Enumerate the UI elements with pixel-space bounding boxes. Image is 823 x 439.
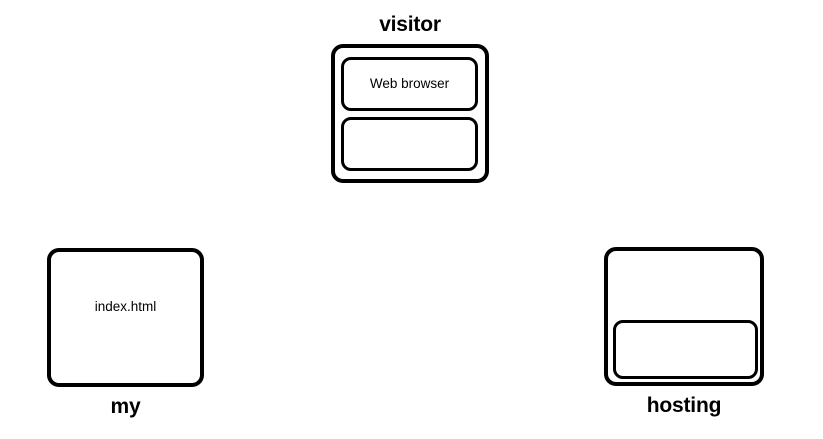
web-browser-label: Web browser <box>369 76 450 92</box>
node-visitor-label: visitor <box>379 13 441 36</box>
hosting-empty-box[interactable] <box>613 320 758 379</box>
index-file-label: index.html <box>94 298 157 314</box>
node-my-label: my <box>110 395 141 418</box>
index-file-area: index.html <box>47 248 204 387</box>
node-my[interactable]: index.html my <box>47 248 204 417</box>
visitor-empty-box[interactable] <box>341 117 478 171</box>
node-hosting[interactable]: hosting <box>604 247 764 416</box>
node-hosting-label: hosting <box>646 394 722 417</box>
node-visitor[interactable]: visitor Web browser <box>331 14 489 183</box>
web-browser-box[interactable]: Web browser <box>341 57 478 111</box>
node-my-container <box>47 248 204 387</box>
